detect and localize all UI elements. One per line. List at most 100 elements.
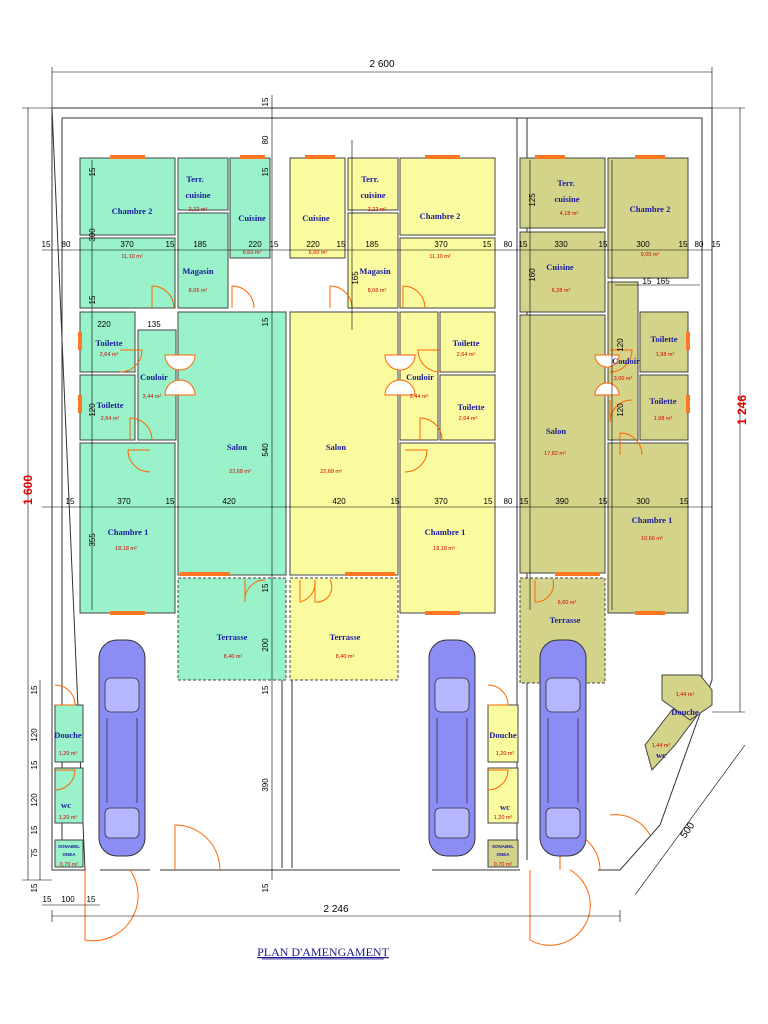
svg-text:370: 370	[117, 497, 131, 506]
u2-terr-label: Terr.	[361, 174, 379, 184]
svg-text:15: 15	[66, 497, 75, 506]
ext-douche3-area: 1,44 m²	[676, 692, 695, 698]
svg-text:15: 15	[712, 240, 721, 249]
svg-text:15: 15	[261, 883, 270, 892]
svg-text:15: 15	[30, 685, 39, 694]
u3-toilette1-area: 1,98 m²	[656, 352, 675, 358]
u1-couloir-label: Couloir	[140, 372, 168, 382]
svg-text:300: 300	[88, 228, 97, 242]
svg-text:300: 300	[636, 240, 650, 249]
svg-text:220: 220	[97, 320, 111, 329]
ext-sonabel2-label: SONABEL	[492, 844, 514, 849]
ext-wc2-label: wc	[500, 802, 510, 812]
svg-text:15: 15	[261, 583, 270, 592]
u1-terrasse-room	[177, 577, 287, 681]
ext-sonabel2-area: 0,70 m²	[494, 862, 513, 868]
u2-chambre1-label: Chambre 1	[425, 527, 466, 537]
u1-salon-label: Salon	[227, 442, 248, 452]
u2-toilette1-label: Toilette	[452, 338, 479, 348]
door-swing-icon	[54, 285, 651, 946]
u1-toilette1-label: Toilette	[95, 338, 122, 348]
svg-text:80: 80	[504, 240, 513, 249]
svg-text:15: 15	[88, 167, 97, 176]
u1-chambre2b-room	[79, 237, 176, 309]
svg-text:15: 15	[680, 497, 689, 506]
u3-couloir-area: 3,00 m²	[614, 376, 633, 382]
u1-chambre1-label: Chambre 1	[108, 527, 149, 537]
svg-text:370: 370	[120, 240, 134, 249]
u1-magasin-label: Magasin	[182, 266, 213, 276]
couloir-doors	[164, 354, 620, 396]
ext-wc3-label: wc	[656, 750, 666, 760]
svg-text:390: 390	[555, 497, 569, 506]
svg-text:15: 15	[484, 497, 493, 506]
u1-magasin-room	[177, 212, 229, 309]
svg-text:220: 220	[248, 240, 262, 249]
u3-chambre2-area: 9,00 m²	[641, 252, 660, 258]
ext-douche1-label: Douche	[54, 730, 82, 740]
u3-toilette2-area: 1,98 m²	[654, 416, 673, 422]
u1-toilette2-label: Toilette	[96, 400, 123, 410]
svg-text:185: 185	[193, 240, 207, 249]
ext-wc1-area: 1,20 m²	[59, 815, 78, 821]
svg-text:15: 15	[337, 240, 346, 249]
svg-text:100: 100	[61, 895, 75, 904]
ext-sonabel1-area: 0,70 m²	[60, 862, 79, 868]
u1-chambre2-area: 11,10 m²	[121, 254, 142, 260]
u2-terrasse-label: Terrasse	[330, 632, 361, 642]
svg-text:15: 15	[643, 277, 652, 286]
u3-cuisine-area: 6,28 m²	[552, 288, 571, 294]
u1-terr-label: Terr.	[186, 174, 204, 184]
svg-text:125: 125	[528, 193, 537, 207]
u1-toilette1-area: 2,64 m²	[100, 352, 119, 358]
u1-terrasse-label: Terrasse	[217, 632, 248, 642]
u3-chambre1-label: Chambre 1	[632, 515, 673, 525]
svg-text:75: 75	[30, 848, 39, 857]
svg-text:15: 15	[87, 895, 96, 904]
svg-text:200: 200	[261, 638, 270, 652]
svg-text:80: 80	[62, 240, 71, 249]
svg-text:165: 165	[351, 271, 360, 285]
svg-text:165: 165	[656, 277, 670, 286]
u3-terrasse-area: 6,60 m²	[558, 600, 577, 606]
u1-chambre1-area: 18,18 m²	[115, 546, 137, 552]
u1-chambre2-room	[79, 157, 176, 236]
diagonal-label: 500	[679, 820, 698, 840]
bottom-width-label: 2 246	[323, 904, 348, 915]
u2-magasin-label: Magasin	[359, 266, 390, 276]
u1-chambre1-room	[79, 442, 176, 614]
u2-couloir-label: Couloir	[406, 372, 434, 382]
svg-text:15: 15	[166, 497, 175, 506]
svg-text:15: 15	[166, 240, 175, 249]
u2-terrasse-area: 8,40 m²	[336, 654, 355, 660]
u2-cuisine-label: Cuisine	[302, 213, 330, 223]
u2-toilette2-area: 2,64 m²	[459, 416, 478, 422]
u1-toilette1-room	[79, 311, 136, 373]
svg-text:15: 15	[391, 497, 400, 506]
u3-salon-label: Salon	[546, 426, 567, 436]
ext-onea2-label: ONEA	[496, 852, 510, 857]
u2-couloir-area: 3,44 m²	[410, 394, 429, 400]
svg-text:370: 370	[434, 497, 448, 506]
svg-text:80: 80	[504, 497, 513, 506]
svg-text:390: 390	[261, 778, 270, 792]
svg-text:355: 355	[88, 533, 97, 547]
u1-terr-area: 2,22 m²	[189, 207, 208, 213]
svg-text:15: 15	[261, 97, 270, 106]
u3-toilette1-label: Toilette	[650, 334, 677, 344]
svg-text:15: 15	[679, 240, 688, 249]
u3-terrasse-label: Terrasse	[550, 615, 581, 625]
u2-toilette2-label: Toilette	[457, 402, 484, 412]
u2-chambre2-label: Chambre 2	[420, 211, 461, 221]
u1-magasin-area: 8,06 m²	[189, 288, 208, 294]
u1-chambre2-label: Chambre 2	[112, 206, 153, 216]
u1-terrasse-area: 8,40 m²	[224, 654, 243, 660]
svg-text:15: 15	[599, 497, 608, 506]
u3-couloir-label: Couloir	[612, 356, 640, 366]
u3-chambre1-area: 10,66 m²	[641, 536, 663, 542]
svg-text:420: 420	[222, 497, 236, 506]
u3-terr-label: Terr.	[557, 178, 575, 188]
overall-width-label: 2 600	[369, 59, 394, 70]
svg-text:15: 15	[261, 685, 270, 694]
